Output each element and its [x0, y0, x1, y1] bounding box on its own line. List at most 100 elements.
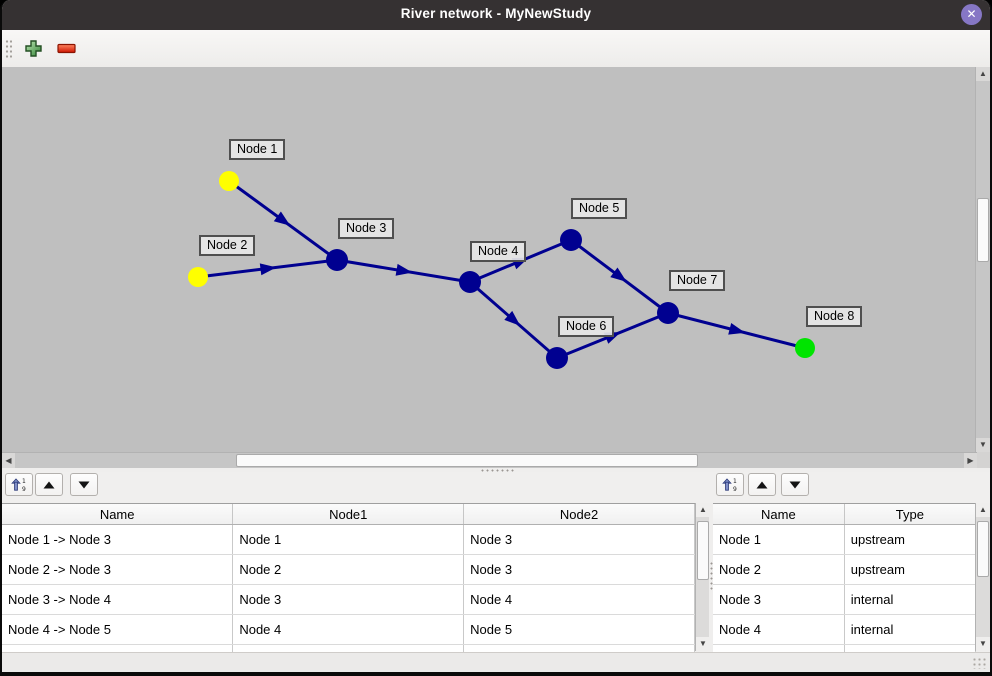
- nodes-move-up-button[interactable]: [748, 473, 776, 496]
- scroll-down-button[interactable]: ▼: [976, 438, 990, 452]
- svg-text:1: 1: [22, 478, 26, 485]
- node[interactable]: [326, 249, 348, 271]
- vertical-scroll-thumb[interactable]: [697, 521, 709, 580]
- sort-ascending-icon: 1 9: [11, 478, 26, 492]
- table-cell[interactable]: Node 3: [713, 584, 845, 615]
- node[interactable]: [560, 229, 582, 251]
- minus-icon: [56, 43, 76, 53]
- column-header[interactable]: Name: [713, 504, 845, 525]
- column-header[interactable]: Type: [844, 504, 976, 525]
- table-cell[interactable]: Node 2: [713, 554, 845, 585]
- scroll-down-button[interactable]: ▼: [696, 637, 710, 651]
- scroll-up-button[interactable]: ▲: [976, 67, 990, 81]
- vertical-scroll-thumb[interactable]: [977, 198, 989, 262]
- edge-arrow-icon: [504, 310, 521, 326]
- table-cell[interactable]: Node 3: [463, 524, 695, 555]
- table-cell[interactable]: Node 2: [232, 554, 465, 585]
- edge-arrow-icon: [610, 267, 627, 282]
- node-label[interactable]: Node 3: [338, 218, 395, 239]
- toolbar-drag-handle[interactable]: [5, 39, 12, 58]
- table-cell[interactable]: Node 4: [463, 584, 695, 615]
- svg-text:1: 1: [733, 478, 737, 485]
- table-cell[interactable]: internal: [844, 584, 976, 615]
- table-cell[interactable]: Node 4 -> Node 5: [2, 614, 234, 645]
- titlebar[interactable]: River network - MyNewStudy ✕: [2, 0, 990, 30]
- resize-grip[interactable]: [972, 657, 986, 669]
- node[interactable]: [657, 302, 679, 324]
- horizontal-splitter[interactable]: [2, 468, 990, 472]
- table-cell[interactable]: Node 3 -> Node 4: [2, 584, 234, 615]
- node-label[interactable]: Node 7: [669, 270, 726, 291]
- table-cell[interactable]: Node 4: [713, 614, 845, 645]
- edge-arrow-icon: [728, 323, 746, 335]
- table-cell[interactable]: Node 1: [713, 524, 845, 555]
- nodes-table-scrollbar[interactable]: ▲ ▼: [975, 503, 990, 651]
- vertical-splitter[interactable]: [709, 503, 713, 651]
- edge-arrow-icon: [259, 263, 277, 276]
- node[interactable]: [459, 271, 481, 293]
- nodes-move-down-button[interactable]: [781, 473, 809, 496]
- reaches-table-scrollbar[interactable]: ▲ ▼: [695, 503, 710, 651]
- network-canvas[interactable]: Node 1 Node 2 Node 3 Node 4 Node 5 Node 6 Node…: [2, 67, 975, 452]
- scroll-up-button[interactable]: ▲: [696, 503, 710, 517]
- sort-ascending-icon: 1 9: [722, 478, 737, 492]
- vertical-scroll-thumb[interactable]: [977, 521, 989, 577]
- table-cell[interactable]: Node 4: [232, 614, 465, 645]
- add-button[interactable]: [21, 36, 45, 60]
- reaches-sort-button[interactable]: 1 9: [5, 473, 33, 496]
- nodes-sort-button[interactable]: 1 9: [716, 473, 744, 496]
- table-cell[interactable]: Node 3: [232, 584, 465, 615]
- scrollbar-corner: [977, 452, 990, 468]
- node[interactable]: [219, 171, 239, 191]
- column-header[interactable]: Node1: [232, 504, 465, 525]
- node[interactable]: [795, 338, 815, 358]
- canvas-horizontal-scrollbar[interactable]: ◀ ▶: [2, 452, 977, 468]
- move-down-icon: [789, 481, 801, 488]
- svg-text:9: 9: [733, 486, 737, 492]
- table-cell[interactable]: upstream: [844, 524, 976, 555]
- scroll-down-button[interactable]: ▼: [976, 637, 990, 651]
- remove-button[interactable]: [54, 36, 78, 60]
- table-cell[interactable]: Node 5: [463, 614, 695, 645]
- node-labels: Node 1 Node 2 Node 3 Node 4 Node 5 Node 6 Node…: [2, 67, 975, 452]
- table-cell[interactable]: Node 1 -> Node 3: [2, 524, 234, 555]
- node-label[interactable]: Node 1: [229, 139, 286, 160]
- canvas-vertical-scrollbar[interactable]: ▲ ▼: [975, 67, 990, 452]
- node[interactable]: [546, 347, 568, 369]
- reaches-move-up-button[interactable]: [35, 473, 63, 496]
- table-cell[interactable]: Node 2 -> Node 3: [2, 554, 234, 585]
- main-toolbar: [2, 30, 990, 68]
- table-cell[interactable]: internal: [844, 614, 976, 645]
- node[interactable]: [188, 267, 208, 287]
- node-label[interactable]: Node 2: [199, 235, 256, 256]
- table-cell[interactable]: upstream: [844, 554, 976, 585]
- scroll-left-button[interactable]: ◀: [2, 453, 15, 468]
- table-cell[interactable]: Node 1: [232, 524, 465, 555]
- horizontal-scroll-thumb[interactable]: [236, 454, 698, 467]
- close-button[interactable]: ✕: [961, 4, 982, 25]
- node-label[interactable]: Node 5: [571, 198, 628, 219]
- table-cell[interactable]: Node 3: [463, 554, 695, 585]
- node-label[interactable]: Node 8: [806, 306, 863, 327]
- node-label[interactable]: Node 6: [558, 316, 615, 337]
- scroll-right-button[interactable]: ▶: [964, 453, 977, 468]
- plus-icon: [24, 39, 42, 57]
- statusbar: [2, 652, 990, 672]
- column-header[interactable]: Name: [2, 504, 234, 525]
- window-title: River network - MyNewStudy: [400, 6, 592, 21]
- scroll-up-button[interactable]: ▲: [976, 503, 990, 517]
- node-label[interactable]: Node 4: [470, 241, 527, 262]
- column-header[interactable]: Node2: [463, 504, 695, 525]
- reaches-move-down-button[interactable]: [70, 473, 98, 496]
